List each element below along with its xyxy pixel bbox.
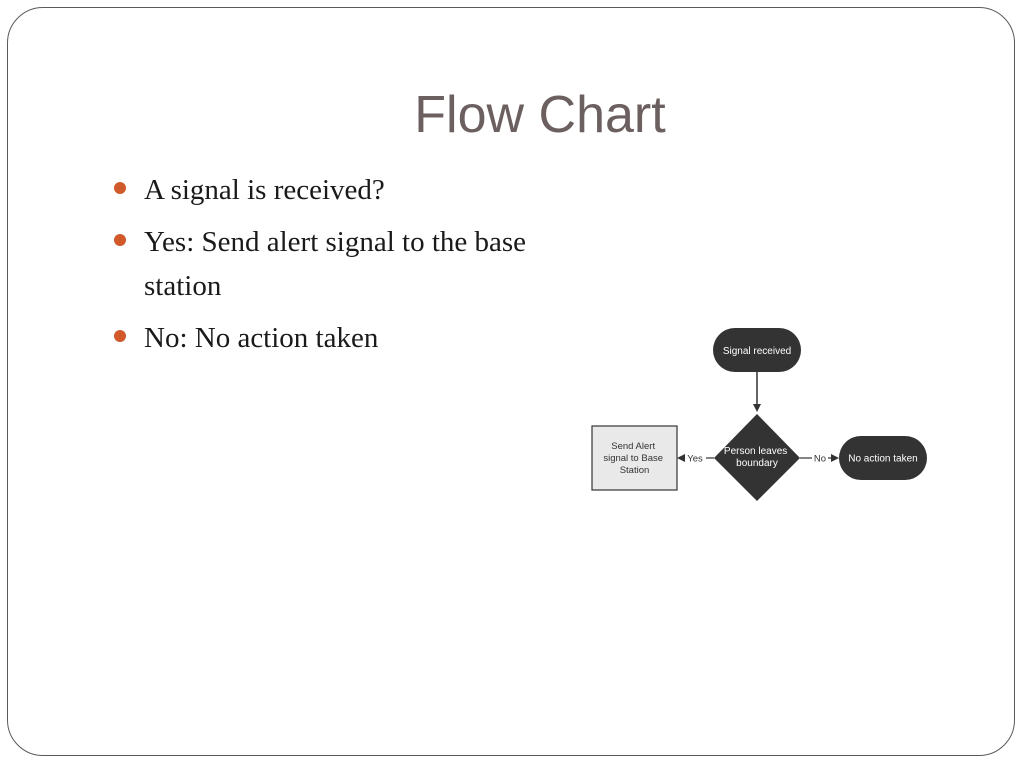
yes-label: Yes	[687, 454, 703, 465]
decision-label: Person leaves boundary	[724, 446, 790, 469]
bullet-dot-icon	[114, 182, 126, 194]
bullet-text: Yes: Send alert signal to the base stati…	[144, 226, 527, 302]
bullet-list: A signal is received? Yes: Send alert si…	[112, 168, 532, 368]
flowchart-diagram: Signal received Person leaves boundary Y…	[591, 328, 927, 501]
send-alert-label-line: Station	[620, 465, 650, 476]
no-action-terminal	[839, 436, 927, 480]
no-label: No	[814, 454, 826, 465]
start-terminal-label: Signal received	[723, 346, 791, 357]
bullet-text: A signal is received?	[144, 174, 385, 206]
send-alert-label: Send Alert signal to Base Station	[603, 441, 665, 476]
decision-diamond	[714, 414, 800, 501]
send-alert-label-line: signal to Base	[603, 453, 663, 464]
decision-label-line: Person leaves	[724, 446, 787, 457]
slide-frame	[7, 7, 1015, 756]
send-alert-box	[591, 425, 678, 491]
slide-title: Flow Chart	[414, 86, 666, 144]
start-terminal	[713, 328, 801, 372]
bullet-item: No: No action taken	[112, 316, 532, 360]
bullet-item: Yes: Send alert signal to the base stati…	[112, 220, 532, 308]
decision-label-line: boundary	[736, 458, 778, 469]
bullet-text: No: No action taken	[144, 322, 379, 354]
bullet-dot-icon	[114, 330, 126, 342]
send-alert-label-line: Send Alert	[611, 441, 655, 452]
bullet-dot-icon	[114, 234, 126, 246]
bullet-item: A signal is received?	[112, 168, 532, 212]
no-action-label: No action taken	[848, 454, 918, 465]
